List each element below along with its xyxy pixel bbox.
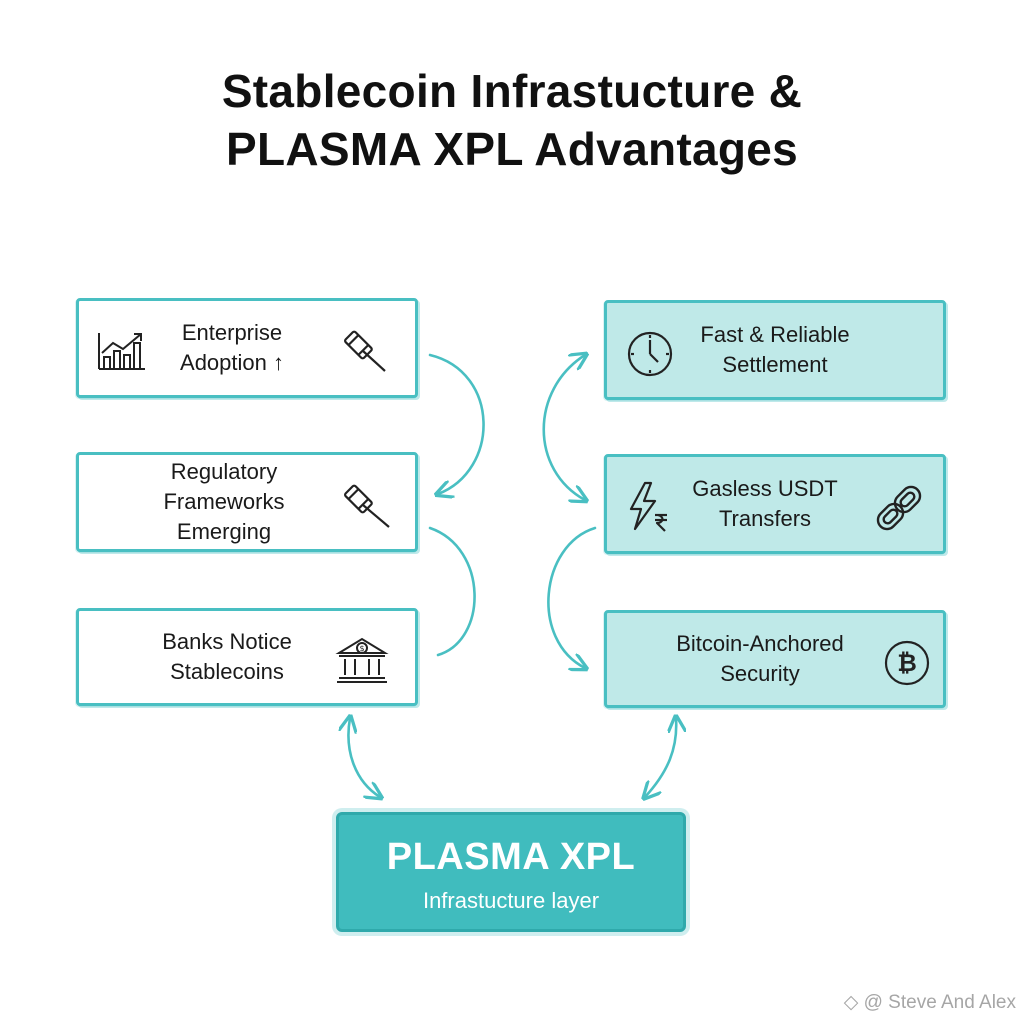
arrow-core-to-security [645, 718, 676, 797]
box-regulatory-frameworks: Regulatory Frameworks Emerging [76, 452, 418, 552]
arrow-settlement-gasless [542, 355, 585, 500]
fast-settlement-label: Fast & Reliable Settlement [700, 322, 850, 377]
bitcoin-security-label: Bitcoin-Anchored Security [676, 631, 844, 686]
box-enterprise-adoption: Enterprise Adoption ↑ [76, 298, 418, 398]
gavel-icon [339, 327, 391, 375]
bank-dollar-icon: $ [335, 635, 389, 685]
enterprise-adoption-label: Enterprise Adoption ↑ [180, 320, 284, 375]
arrow-banks-to-core [348, 718, 380, 797]
bitcoin-icon: ₿ [883, 639, 931, 687]
watermark-text: @ Steve And Alex [863, 992, 1016, 1013]
watermark-logo-icon: ◇ [843, 992, 859, 1013]
lightning-fee-icon [625, 481, 675, 533]
core-title: PLASMA XPL [386, 836, 636, 878]
watermark: ◇ @ Steve And Alex [844, 991, 1016, 1014]
box-banks-notice: Banks Notice Stablecoins $ [76, 608, 418, 706]
core-subtitle: Infrastucture layer [422, 888, 600, 913]
regulatory-frameworks-label: Regulatory Frameworks Emerging [163, 459, 285, 544]
arrow-gasless-to-security [547, 526, 597, 668]
box-bitcoin-security: Bitcoin-Anchored Security ₿ [604, 610, 946, 708]
bar-chart-rising-icon [97, 331, 147, 371]
plasma-xpl-core-box: PLASMA XPL Infrastucture layer [336, 812, 686, 932]
clock-icon [625, 329, 675, 379]
arrow-enterprise-to-regulatory [428, 353, 485, 494]
svg-text:₿: ₿ [897, 649, 917, 677]
box-gasless-transfers: Gasless USDT Transfers [604, 454, 946, 554]
arrow-regulatory-to-banks [428, 526, 476, 657]
chain-link-icon [869, 481, 929, 535]
banks-notice-label: Banks Notice Stablecoins [162, 629, 292, 684]
gavel-icon [339, 481, 395, 531]
page-title: Stablecoin Infrastucture & PLASMA XPL Ad… [0, 62, 1024, 178]
svg-text:$: $ [359, 644, 364, 653]
title-line-1: Stablecoin Infrastucture & [221, 65, 803, 117]
box-fast-settlement: Fast & Reliable Settlement [604, 300, 946, 400]
gasless-transfers-label: Gasless USDT Transfers [692, 476, 838, 531]
title-line-2: PLASMA XPL Advantages [225, 123, 799, 175]
